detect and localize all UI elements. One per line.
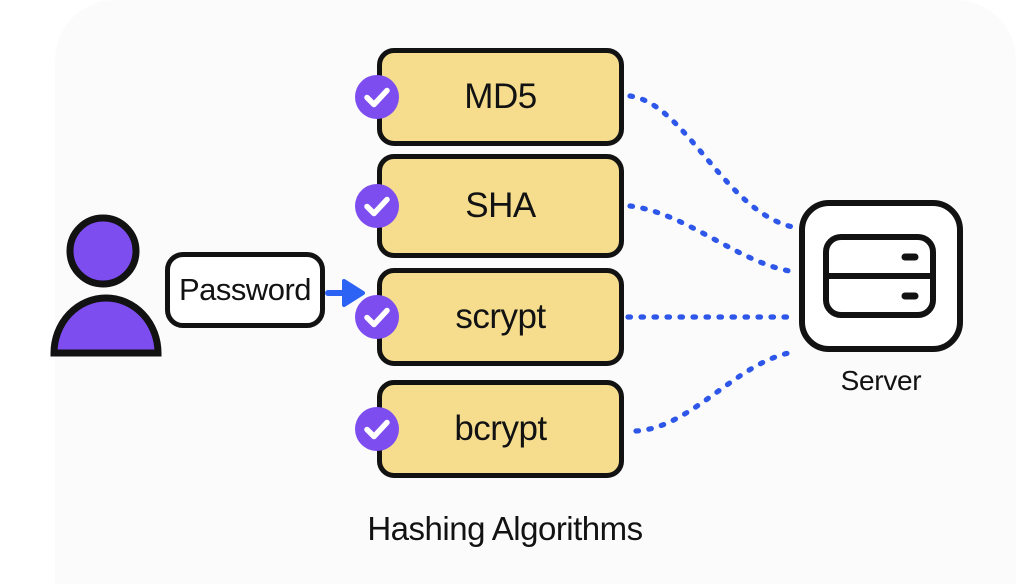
connection-lines — [625, 93, 799, 434]
algo-box-bcrypt: bcrypt — [355, 380, 624, 478]
algo-box-scrypt: scrypt — [355, 268, 624, 366]
algo-label-sha: SHA — [465, 186, 536, 225]
algo-label-scrypt: scrypt — [455, 297, 546, 336]
algo-box-md5: MD5 — [355, 48, 624, 146]
server-icon — [799, 200, 963, 352]
check-icon — [355, 407, 399, 451]
check-icon — [355, 295, 399, 339]
connection-md5-server — [627, 93, 796, 230]
arrow-right-icon — [325, 279, 365, 307]
password-label: Password — [178, 272, 312, 307]
diagram-caption: Hashing Algorithms — [367, 510, 643, 547]
person-icon — [50, 214, 162, 357]
server-label: Server — [840, 365, 922, 396]
algo-box-sha: SHA — [355, 154, 624, 258]
check-icon — [355, 184, 399, 228]
algo-label-bcrypt: bcrypt — [454, 409, 547, 448]
connection-sha-server — [627, 203, 799, 275]
algo-label-md5: MD5 — [464, 77, 537, 116]
password-box: Password — [165, 252, 325, 328]
connection-bcrypt-server — [633, 349, 797, 434]
check-icon — [355, 75, 399, 119]
